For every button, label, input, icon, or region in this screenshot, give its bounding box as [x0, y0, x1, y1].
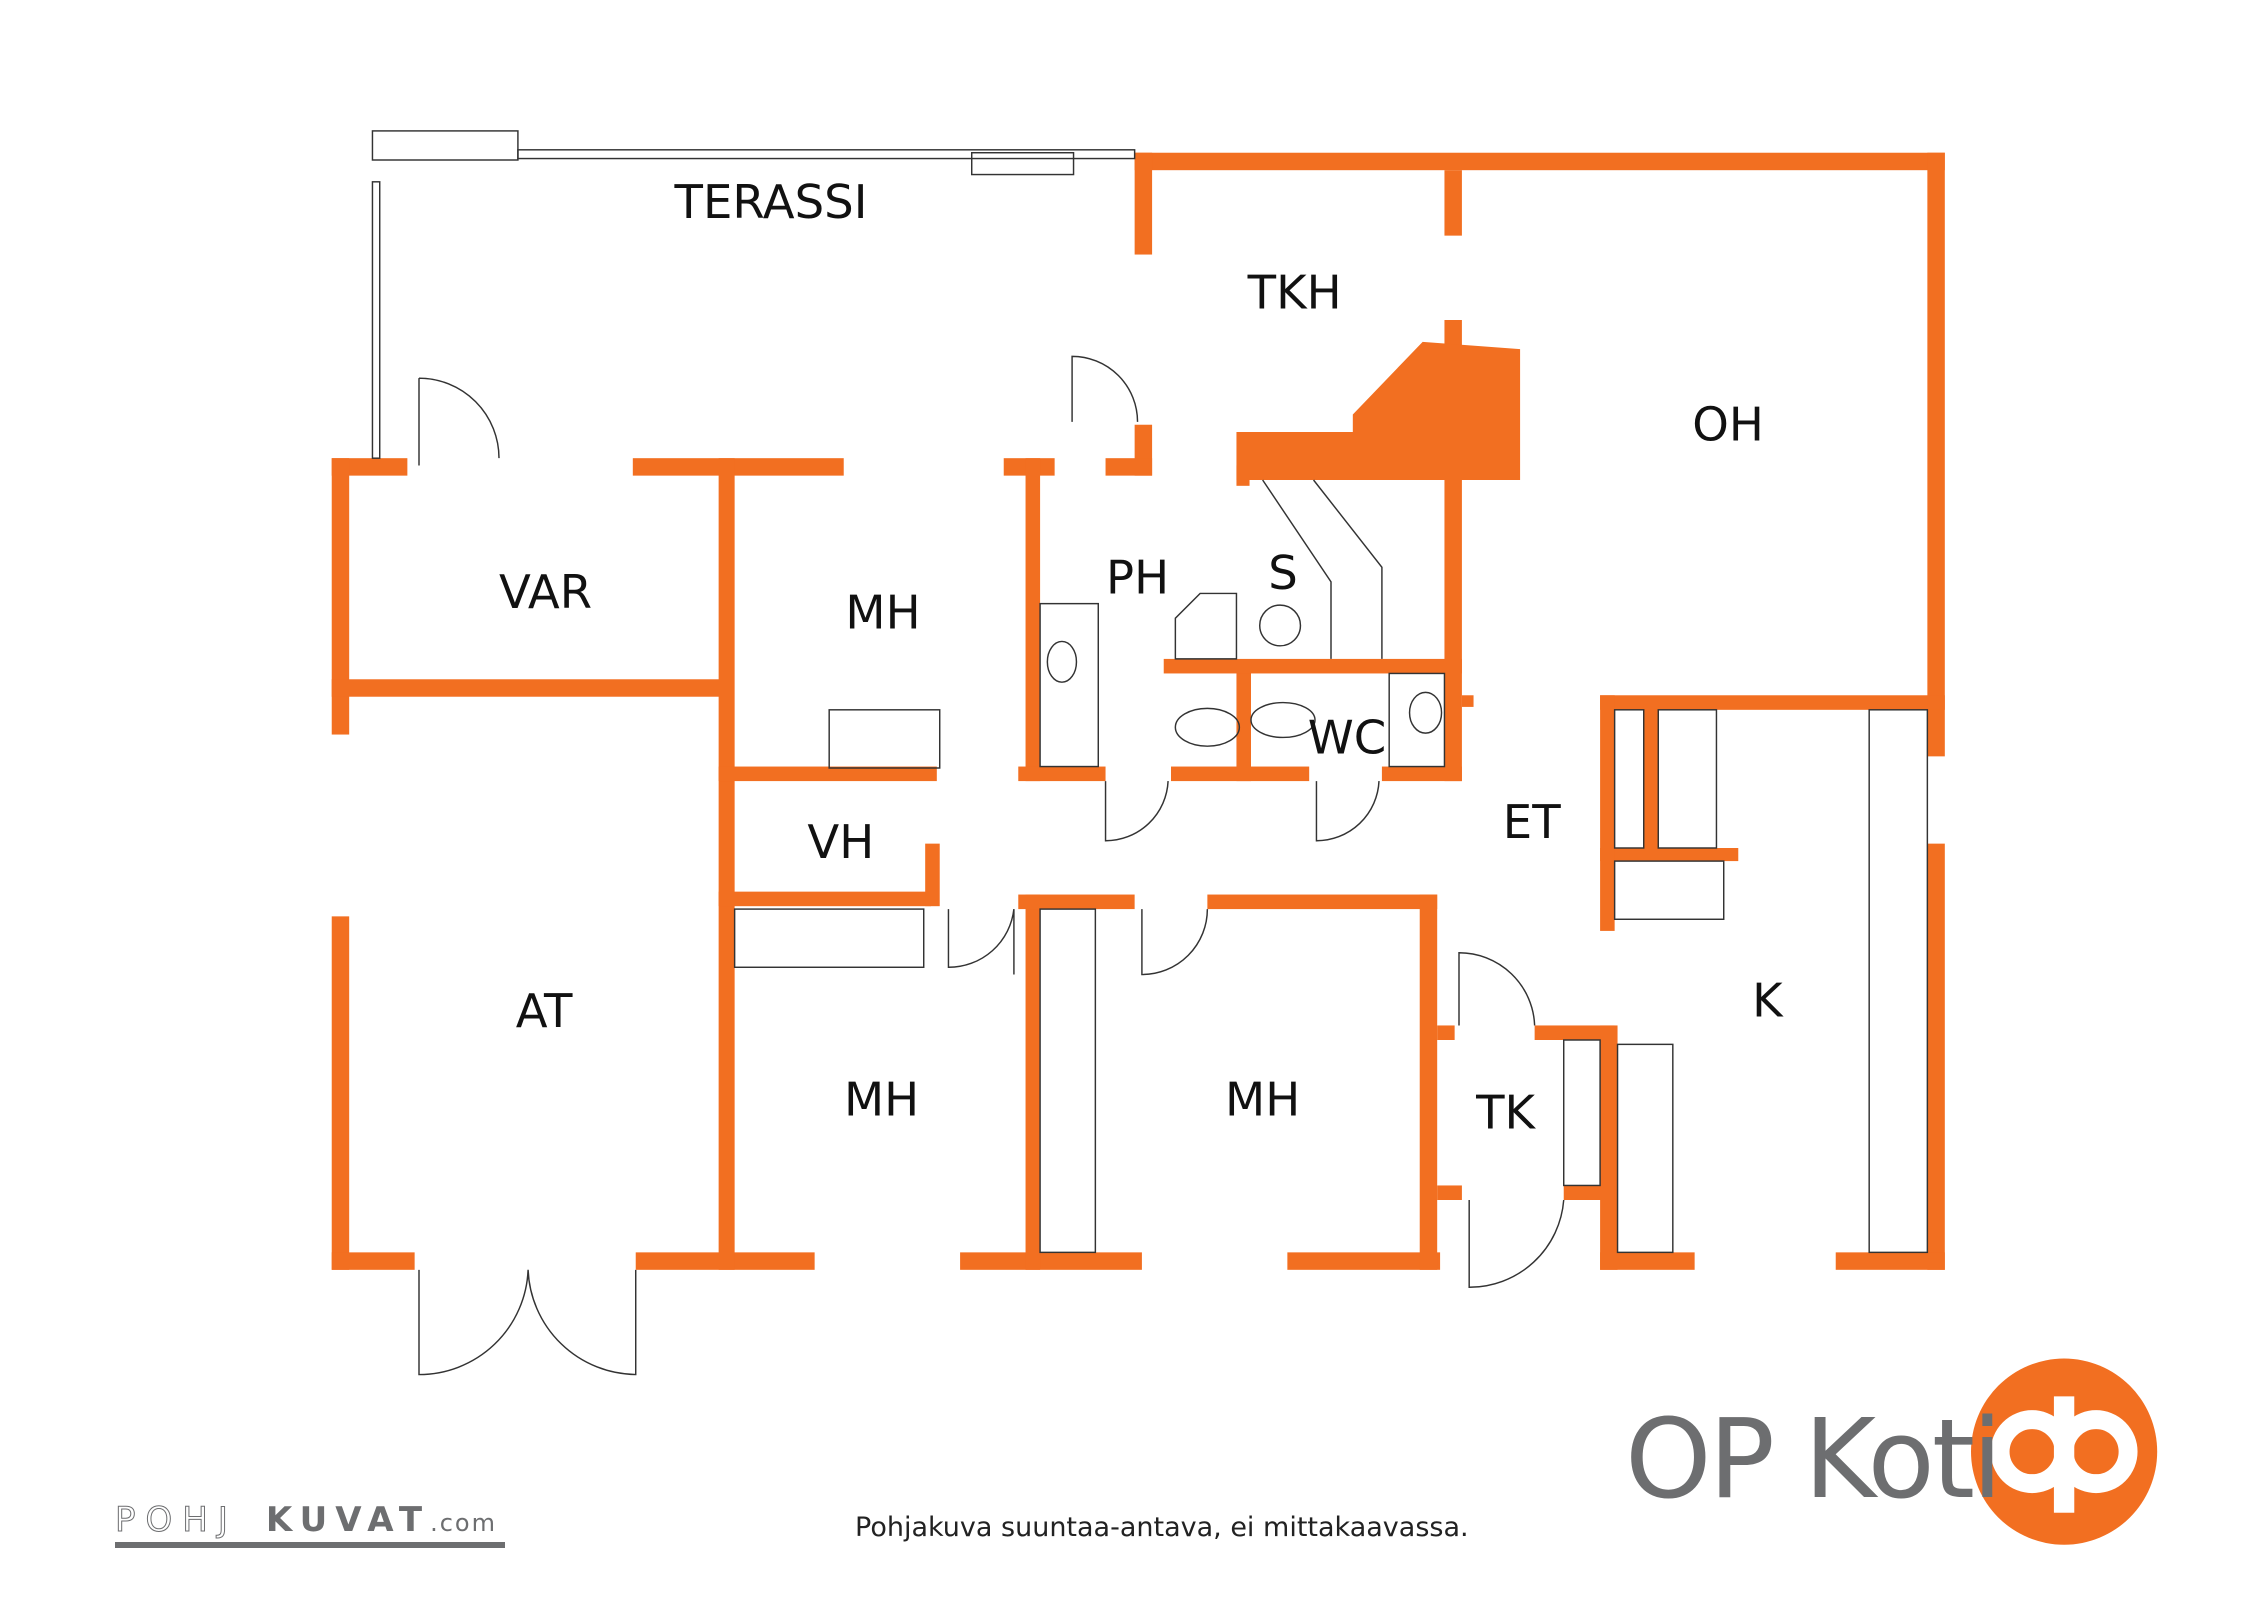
room-vh: VH	[807, 815, 874, 869]
logo-part: POHJ	[115, 1500, 238, 1541]
disclaimer: Pohjakuva suuntaa-antava, ei mittakaavas…	[855, 1512, 1469, 1543]
room-wc: WC	[1308, 710, 1387, 764]
room-oh: OH	[1692, 398, 1764, 452]
op-logo-icon	[1971, 1358, 2158, 1545]
room-s: S	[1268, 546, 1298, 600]
fixtures	[371, 130, 1929, 1376]
room-mh: MH	[845, 585, 920, 639]
room-tkh: TKH	[1247, 265, 1342, 319]
room-mh: MH	[1225, 1073, 1300, 1127]
room-k: K	[1752, 974, 1784, 1028]
logo-part: KUVAT	[265, 1500, 431, 1540]
room-labels: TERASSI TKH OH VAR MH PH S WC ET VH AT M…	[499, 175, 1784, 1140]
logo-underline	[115, 1542, 505, 1548]
room-tk: TK	[1475, 1086, 1536, 1140]
room-et: ET	[1503, 795, 1561, 849]
brand-name: OP Koti	[1625, 1395, 2003, 1523]
walls	[331, 152, 1945, 1270]
pohjakuvat-logo: POHJ KUVAT.com	[115, 1500, 505, 1548]
room-ph: PH	[1106, 550, 1169, 604]
room-var: VAR	[499, 565, 592, 619]
logo-part: .com	[430, 1509, 497, 1537]
room-mh: MH	[844, 1073, 919, 1127]
room-terassi: TERASSI	[674, 175, 868, 229]
room-at: AT	[516, 984, 573, 1038]
